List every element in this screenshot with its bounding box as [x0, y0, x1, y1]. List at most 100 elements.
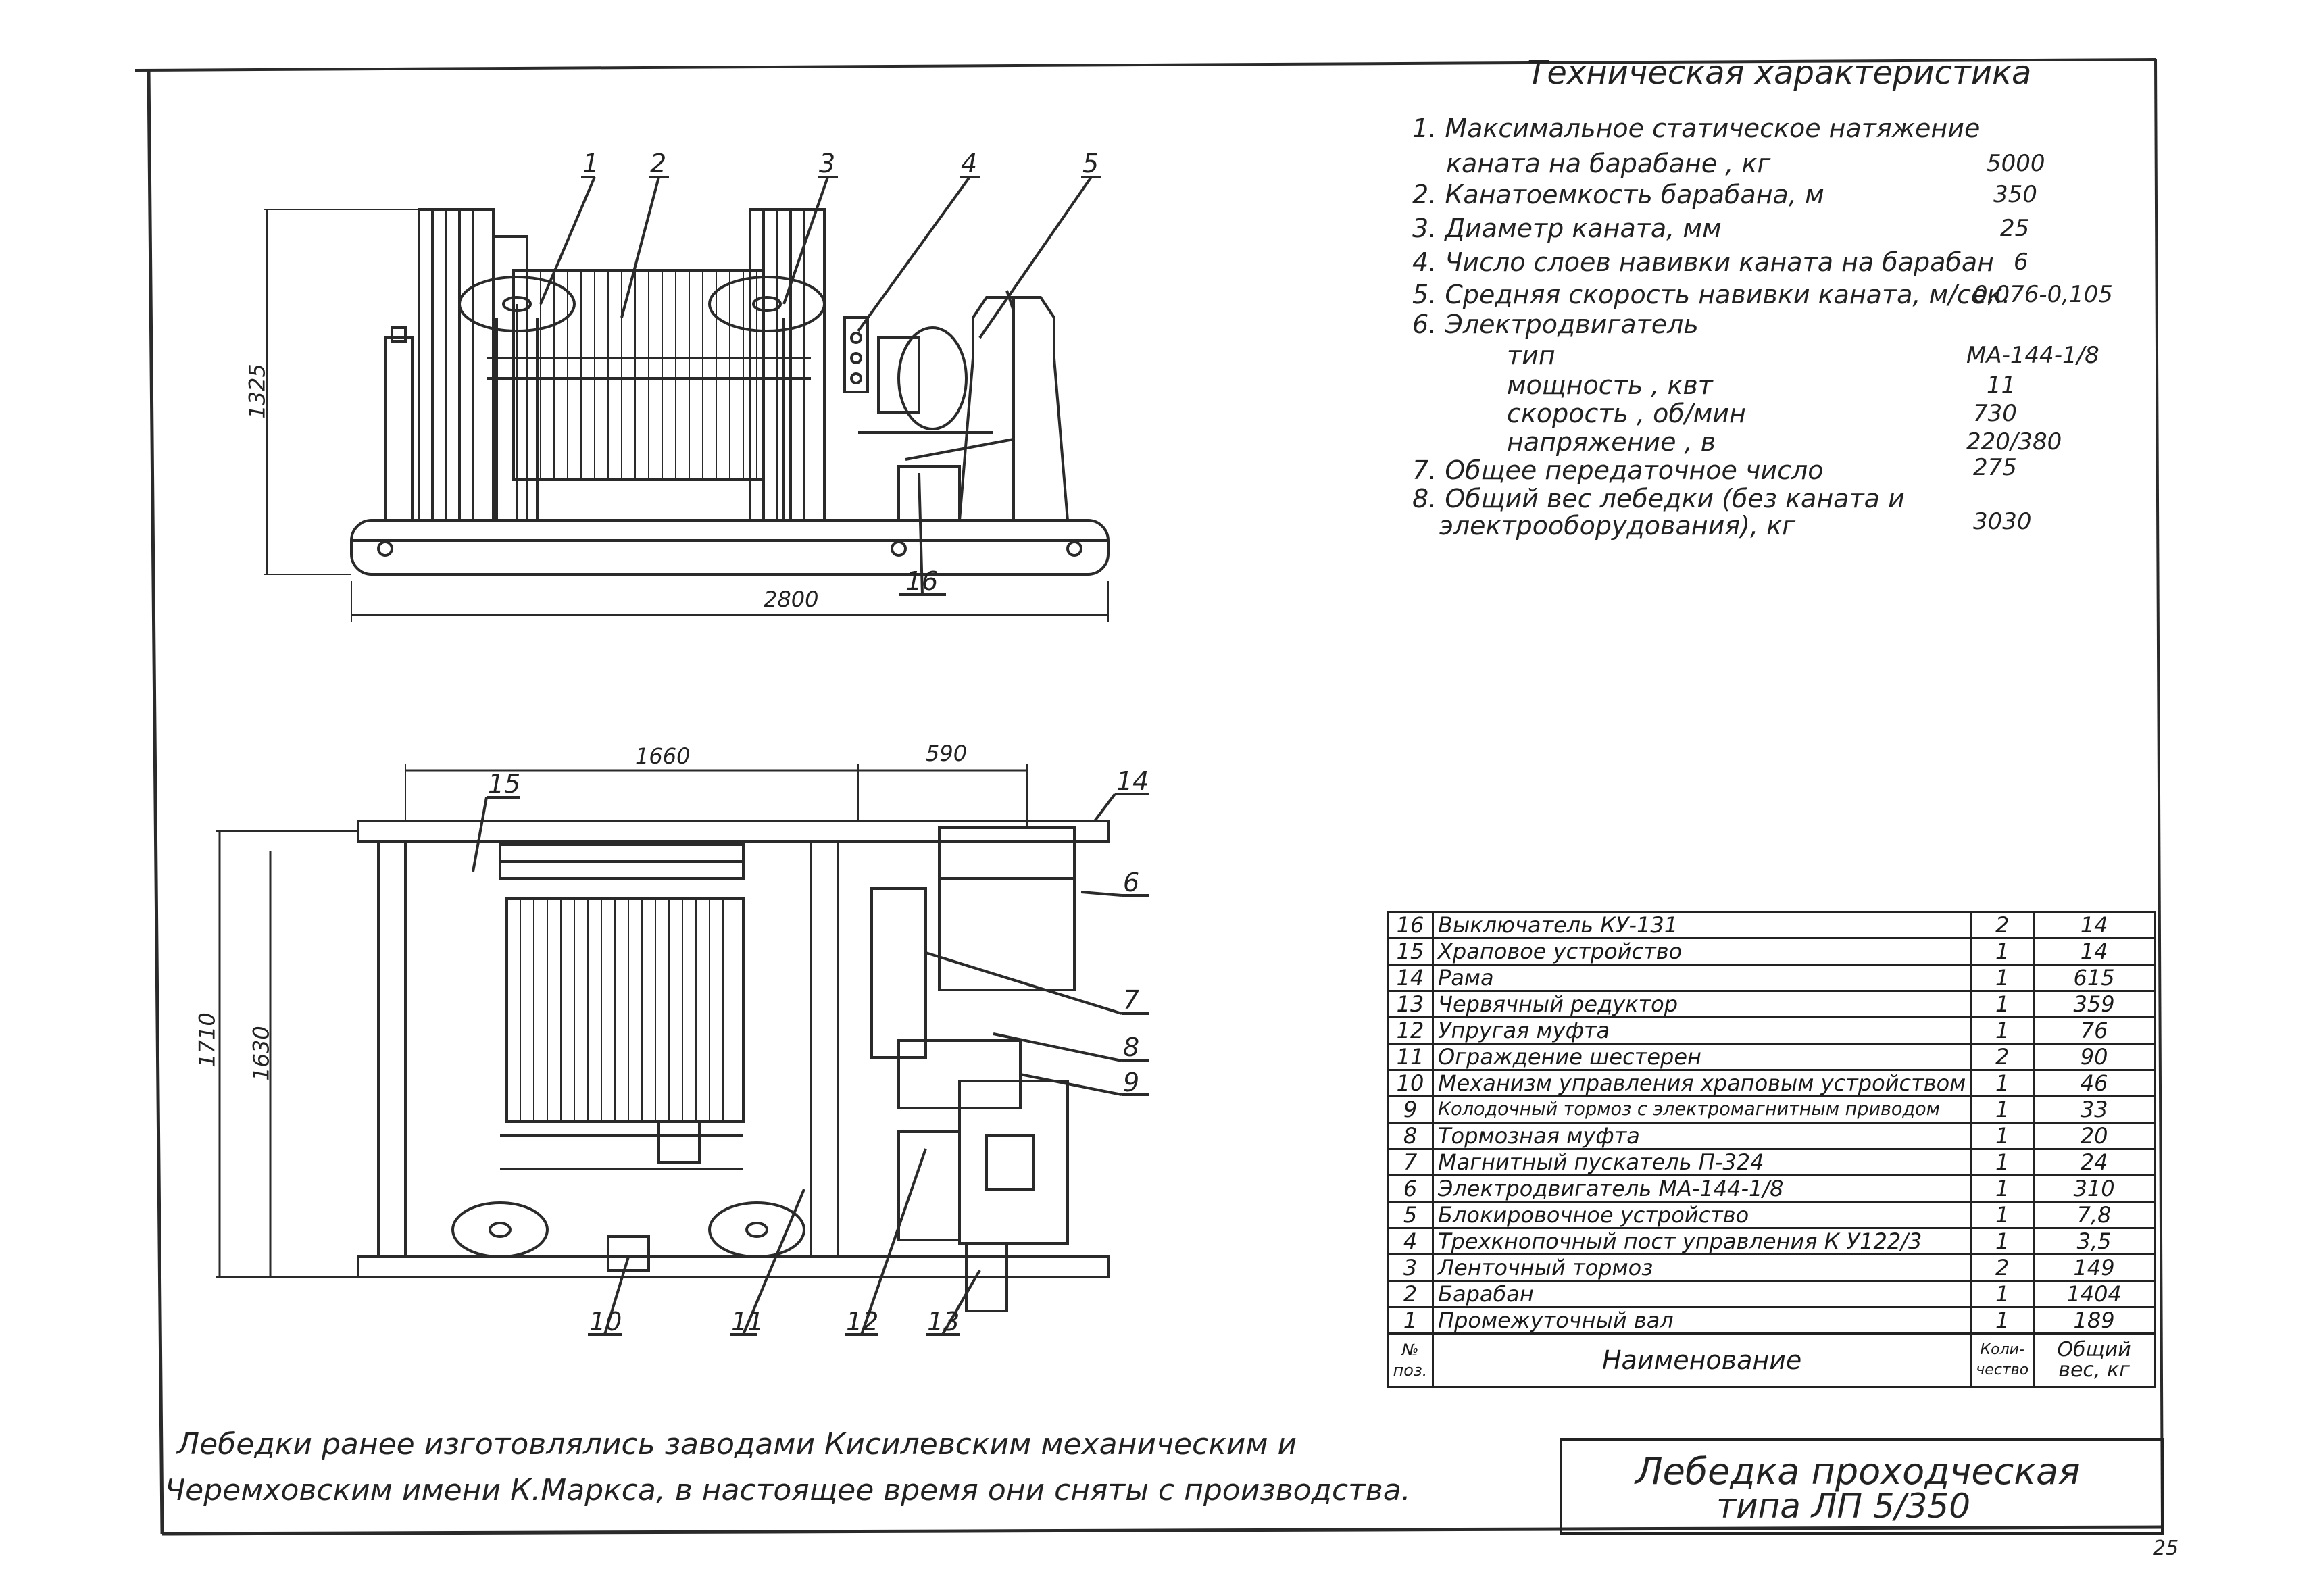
qty: 1	[1970, 1148, 2035, 1176]
footnote-line-2: Черемховским имени К.Маркса, в настоящее…	[165, 1473, 1411, 1507]
part-name: Электродвигатель МА-144-1/8	[1431, 1174, 1972, 1203]
pos: 15	[1387, 937, 1434, 966]
pos: 2	[1387, 1280, 1434, 1308]
callout-10: 10	[589, 1307, 622, 1337]
qty: 2	[1970, 1043, 2035, 1071]
weight: 615	[2033, 964, 2156, 992]
qty: 1	[1970, 990, 2035, 1018]
weight: 310	[2033, 1174, 2156, 1203]
spec-label-8b: электрооборудования), кг	[1439, 511, 1796, 541]
callout-8: 8	[1123, 1032, 1140, 1062]
callout-5: 5	[1082, 149, 1099, 178]
header-qty: Коли-чество	[1970, 1332, 2035, 1388]
pos: 12	[1387, 1016, 1434, 1045]
pos: 11	[1387, 1043, 1434, 1071]
pos: 5	[1387, 1201, 1434, 1229]
part-name: Ленточный тормоз	[1431, 1253, 1972, 1282]
qty: 1	[1970, 1069, 2035, 1097]
qty: 1	[1970, 1174, 2035, 1203]
callout-11: 11	[731, 1307, 764, 1337]
callout-9: 9	[1123, 1068, 1140, 1097]
plan-view	[216, 764, 1149, 1336]
table-header-row: № поз. Наименование Коли-чество Общий ве…	[1387, 1332, 2156, 1388]
spec-label-3: 3. Диаметр каната, мм	[1412, 214, 1722, 243]
spec-label-6: 6. Электродвигатель	[1412, 309, 1699, 339]
part-name: Механизм управления храповым устройством	[1431, 1069, 1972, 1097]
pos: 13	[1387, 990, 1434, 1018]
spec-label-5: 5. Средняя скорость навивки каната, м/се…	[1412, 280, 2011, 309]
spec-label-1b: каната на барабане , кг	[1446, 149, 1771, 178]
pos: 10	[1387, 1069, 1434, 1097]
spec-value-4: 6	[2014, 249, 2028, 276]
callout-14: 14	[1116, 766, 1149, 796]
part-name: Червячный редуктор	[1431, 990, 1972, 1018]
callout-4: 4	[961, 149, 978, 178]
pos: 4	[1387, 1227, 1434, 1255]
dim-1325: 1325	[244, 364, 270, 419]
spec-value-1: 5000	[1987, 150, 2045, 177]
footnote-line-1: Лебедки ранее изготовлялись заводами Кис…	[177, 1427, 1297, 1462]
pos: 7	[1387, 1148, 1434, 1176]
pos: 14	[1387, 964, 1434, 992]
dim-1630: 1630	[248, 1026, 274, 1081]
qty: 1	[1970, 1095, 2035, 1124]
part-name: Магнитный пускатель П-324	[1431, 1148, 1972, 1176]
dim-1660: 1660	[635, 743, 691, 769]
spec-label-6-speed: скорость , об/мин	[1507, 399, 1746, 428]
spec-value-7: 275	[1973, 454, 2017, 481]
part-name: Ограждение шестерен	[1431, 1043, 1972, 1071]
spec-value-2: 350	[1993, 181, 2037, 208]
spec-value-5: 0,076-0,105	[1973, 281, 2113, 308]
weight: 76	[2033, 1016, 2156, 1045]
weight: 149	[2033, 1253, 2156, 1282]
spec-value-8: 3030	[1973, 508, 2032, 535]
spec-label-6-voltage: напряжение , в	[1507, 427, 1716, 457]
spec-label-1: 1. Максимальное статическое натяжение	[1412, 114, 1981, 143]
callout-2: 2	[650, 149, 667, 178]
weight: 3,5	[2033, 1227, 2156, 1255]
qty: 1	[1970, 1280, 2035, 1308]
weight: 46	[2033, 1069, 2156, 1097]
part-name: Трехкнопочный пост управления К У122/3	[1431, 1227, 1972, 1255]
page-number: 25	[2153, 1537, 2179, 1560]
pos: 1	[1387, 1306, 1434, 1335]
pos: 9	[1387, 1095, 1434, 1124]
dim-1710: 1710	[194, 1012, 220, 1068]
spec-value-6-voltage: 220/380	[1966, 428, 2062, 455]
qty: 1	[1970, 937, 2035, 966]
weight: 33	[2033, 1095, 2156, 1124]
callout-7: 7	[1123, 985, 1140, 1015]
callout-6: 6	[1123, 868, 1140, 897]
spec-value-6-speed: 730	[1973, 400, 2017, 427]
pos: 8	[1387, 1122, 1434, 1150]
part-name: Выключатель КУ-131	[1431, 911, 1972, 939]
weight: 7,8	[2033, 1201, 2156, 1229]
header-weight: Общий вес, кг	[2033, 1332, 2156, 1388]
qty: 1	[1970, 964, 2035, 992]
part-name: Храповое устройство	[1431, 937, 1972, 966]
part-name: Барабан	[1431, 1280, 1972, 1308]
part-name: Упругая муфта	[1431, 1016, 1972, 1045]
pos: 16	[1387, 911, 1434, 939]
qty: 2	[1970, 911, 2035, 939]
qty: 2	[1970, 1253, 2035, 1282]
callout-12: 12	[846, 1307, 879, 1337]
spec-label-8: 8. Общий вес лебедки (без каната и	[1412, 484, 1905, 514]
weight: 189	[2033, 1306, 2156, 1335]
elevation-view	[264, 176, 1110, 622]
part-name: Блокировочное устройство	[1431, 1201, 1972, 1229]
qty: 1	[1970, 1227, 2035, 1255]
